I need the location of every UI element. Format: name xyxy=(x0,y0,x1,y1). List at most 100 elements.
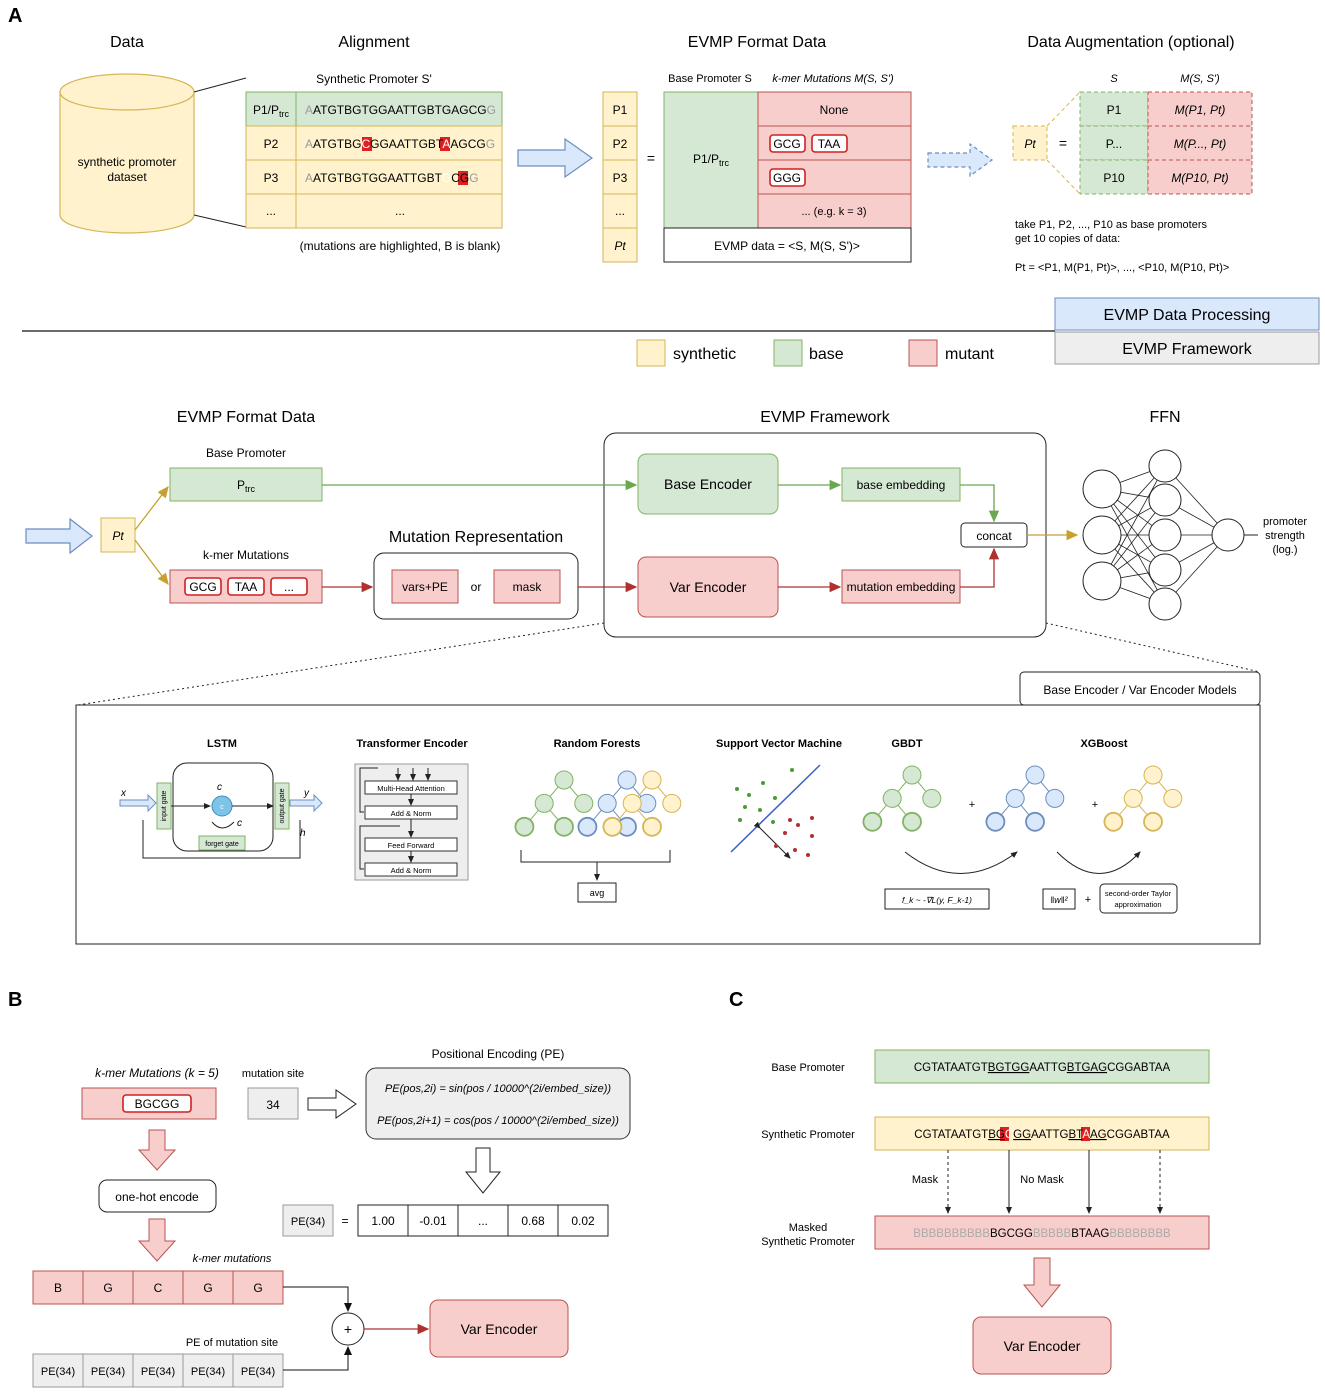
c-syn-box xyxy=(874,1116,1210,1151)
svm-point-green xyxy=(743,805,747,809)
svg-text:h: h xyxy=(300,828,306,839)
rf-tree-green-node xyxy=(554,816,574,837)
rf-tree-blue-node xyxy=(577,816,598,837)
fw-kmer-chip-3-text: ... xyxy=(284,580,294,594)
augmentation-table: Pt = S M(S, S') P1 P... P10 M(P1, Pt) M(… xyxy=(1012,73,1253,274)
kmer-letter-cell xyxy=(232,1270,284,1305)
svg-text:output gate: output gate xyxy=(279,788,286,823)
alignment-note: (mutations are highlighted, B is blank) xyxy=(300,239,501,253)
fw-kmer-chip-1-text: GCG xyxy=(189,580,216,594)
pe-site-value: PE(34) xyxy=(41,1366,75,1378)
vars-pe-box xyxy=(391,569,459,604)
svm-point-green xyxy=(747,793,751,797)
kmer-letter: G xyxy=(103,1281,112,1295)
var-encoder: Var Encoder xyxy=(670,579,747,595)
ffn-network xyxy=(1082,449,1258,621)
pe34-cell xyxy=(507,1204,559,1237)
xgb-tree-yellow-node xyxy=(1123,788,1143,808)
gbdt-tree-green-node xyxy=(922,788,942,808)
svg-text:forget gate: forget gate xyxy=(205,841,239,848)
rf-tree-yellow-node xyxy=(602,816,623,837)
aug-row-1-s: P1 xyxy=(1107,103,1122,117)
fw-base-promoter-title: Base Promoter xyxy=(206,446,286,460)
framework-section: EVMP Format Data EVMP Framework FFN Pt B… xyxy=(25,409,1307,945)
b-var-encoder-box xyxy=(429,1299,569,1358)
aug-note-2: get 10 copies of data: xyxy=(1015,233,1120,245)
rf-tree-yellow-node xyxy=(642,770,662,790)
gbdt-tree-blue-node xyxy=(1045,788,1065,808)
xgb-tree-yellow-node xyxy=(1143,765,1163,785)
c-red-arrow xyxy=(1022,1257,1062,1308)
output-label-2: strength xyxy=(1265,530,1305,542)
rf-tree-blue-node xyxy=(597,793,617,813)
ffn-node xyxy=(1148,483,1182,517)
fw-kmer-title: k-mer Mutations xyxy=(203,548,289,562)
concat: concat xyxy=(976,529,1012,543)
kmer-letter-cell xyxy=(82,1270,134,1305)
pe-site-value: PE(34) xyxy=(91,1366,125,1378)
c-no-mask: No Mask xyxy=(1020,1174,1064,1186)
svm-point-green xyxy=(758,808,762,812)
svm-point-red xyxy=(810,834,814,838)
output-label-3: (log.) xyxy=(1272,544,1297,556)
b-kmer-mutations-label: k-mer mutations xyxy=(193,1253,272,1265)
aug-row-3-s: P10 xyxy=(1103,171,1125,185)
dashed-arrow xyxy=(927,142,994,178)
b-onehot-box xyxy=(98,1179,217,1213)
kmer-chip-ggg-text: GGG xyxy=(773,171,801,185)
rf-tree-yellow-node xyxy=(622,793,642,813)
mutation-embedding: mutation embedding xyxy=(847,580,956,594)
kmer-letter: G xyxy=(203,1281,212,1295)
align-row-2-label: P2 xyxy=(264,137,279,151)
model-xgboost: XGBoost xyxy=(1080,738,1127,750)
xgb-tree-yellow-node xyxy=(1163,788,1183,808)
b-pe-sin: PE(pos,2i) = sin(pos / 10000^(2i/embed_s… xyxy=(385,1083,612,1095)
mutation-rep-title: Mutation Representation xyxy=(389,529,563,546)
evmp-equals: = xyxy=(647,150,655,166)
pe34-value: 0.68 xyxy=(521,1214,545,1228)
gbdt-tree-blue-node xyxy=(985,811,1006,832)
kmer-chip-taa xyxy=(811,134,848,153)
ffn-node xyxy=(1082,561,1122,601)
panel-b: B k-mer Mutations (k = 5) BGCGG mutation… xyxy=(8,989,631,1388)
pe34-cell xyxy=(557,1204,609,1237)
rf-tree-yellow-node xyxy=(642,816,662,837)
evmp-none: None xyxy=(820,103,849,117)
header-data: Data xyxy=(110,34,144,51)
base-embedding: base embedding xyxy=(857,478,946,492)
fw-header-framework: EVMP Framework xyxy=(760,409,891,426)
aug-row-1-m: M(P1, Pt) xyxy=(1175,103,1226,117)
b-kmer-title: k-mer Mutations (k = 5) xyxy=(95,1066,219,1080)
alignment-table: P1/Ptrc AATGTBGTGGAATTGBTGAGCGG P2 AATGT… xyxy=(245,91,503,229)
rf-avg-box xyxy=(577,882,617,903)
models-title-box xyxy=(1019,671,1261,706)
svm-point-red xyxy=(796,823,800,827)
legend-mutant-swatch xyxy=(908,339,938,367)
base-encoder: Base Encoder xyxy=(664,476,752,492)
b-red-arrow-1 xyxy=(137,1129,177,1171)
svg-text:input gate: input gate xyxy=(161,791,168,822)
evmp-header-kmer: k-mer Mutations M(S, S') xyxy=(772,73,894,85)
b-hollow-arrow-right xyxy=(307,1089,357,1119)
aug-equals: = xyxy=(1059,135,1067,151)
evmp-format-table: P1 P2 P3 ... Pt = Base Promoter S k-mer … xyxy=(602,73,912,263)
svm-point-red xyxy=(788,818,792,822)
b-kmer-value: BGCGG xyxy=(135,1097,180,1111)
pe-site-value: PE(34) xyxy=(191,1366,225,1378)
gbdt-tree-green-node xyxy=(902,765,922,785)
pe34-value: 1.00 xyxy=(371,1214,395,1228)
b-pe-title: Positional Encoding (PE) xyxy=(432,1047,565,1061)
model-transformer: Transformer Encoder xyxy=(356,738,468,750)
fw-base-promoter: Ptrc xyxy=(237,478,256,494)
panel-c-letter: C xyxy=(729,989,743,1011)
c-base-box xyxy=(874,1049,1210,1084)
panel-c: C Base Promoter CGTATAATGTBGTGGAATTGBTGA… xyxy=(729,989,1210,1375)
pe34-cell xyxy=(407,1204,459,1237)
fw-kmer-chip-2 xyxy=(227,577,265,596)
dataset-label-1: synthetic promoter xyxy=(78,155,177,169)
kmer-chip-ggg xyxy=(769,168,806,187)
c-masked-seq: BBBBBBBBBBBGCGGBBBBBBTAAGBBBBBBBB xyxy=(913,1228,1171,1240)
rf-join xyxy=(520,850,671,863)
